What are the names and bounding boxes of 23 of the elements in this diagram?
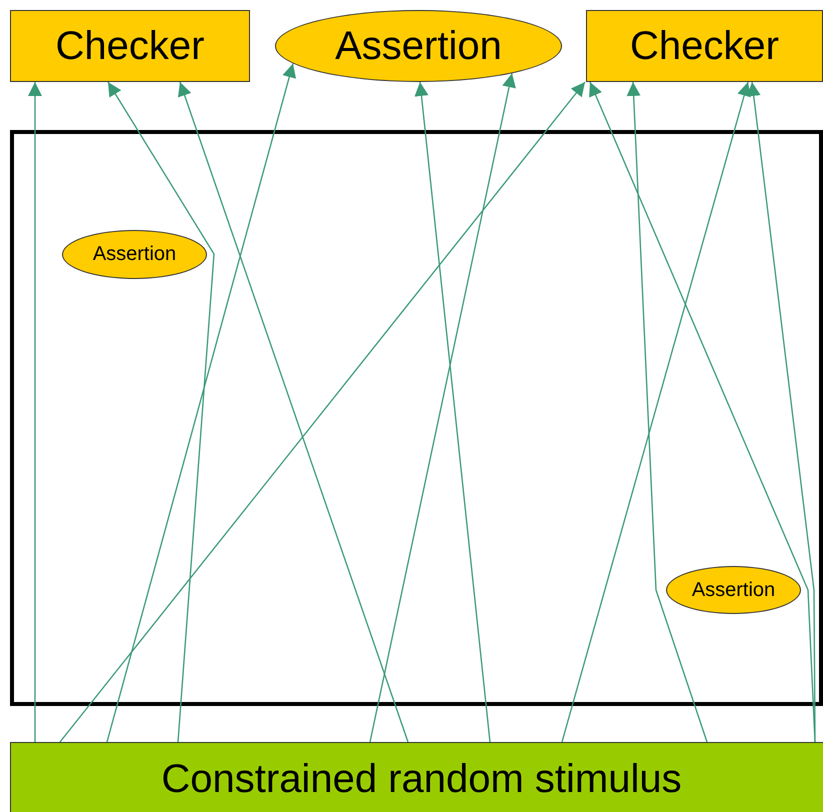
arrow	[369, 73, 516, 742]
arrow	[561, 82, 751, 742]
checker-box	[586, 10, 823, 82]
node-label: Checker	[56, 24, 204, 68]
node-label: Assertion	[692, 578, 776, 602]
node-label: Checker	[630, 24, 779, 68]
arrow	[107, 82, 215, 742]
arrow	[626, 82, 708, 742]
design-frame	[10, 130, 823, 706]
arrow	[746, 82, 816, 742]
node-label: Assertion	[92, 243, 176, 266]
arrow	[106, 63, 296, 742]
assertion-ellipse	[62, 230, 207, 279]
arrow	[60, 82, 586, 742]
node-label: Constrained random stimulus	[161, 757, 682, 802]
assertion-ellipse	[666, 566, 801, 614]
arrow	[414, 82, 491, 742]
arrow	[178, 82, 409, 742]
stimulus-box	[10, 742, 823, 812]
arrow	[589, 82, 816, 742]
checker-box	[10, 10, 250, 82]
arrow	[28, 82, 42, 742]
node-label: Assertion	[335, 24, 502, 68]
